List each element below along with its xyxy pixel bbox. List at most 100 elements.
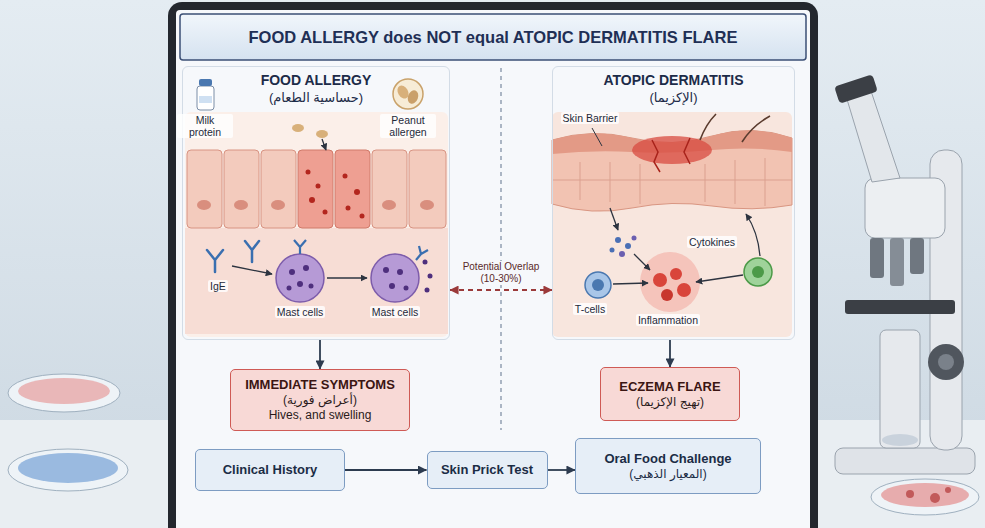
focus-knob <box>928 344 964 380</box>
hair <box>700 114 716 140</box>
cytokine <box>632 236 637 241</box>
part-label: Mast cells <box>370 306 421 318</box>
process-box: IMMEDIATE SYMPTOMS(أعراض فورية)Hives, an… <box>230 369 410 431</box>
released-granule <box>425 288 430 293</box>
allergen-particle <box>316 184 321 189</box>
flow-arrow <box>613 283 648 284</box>
node-text: (حساسية الطعام) <box>189 89 443 106</box>
cytokine <box>619 251 625 257</box>
node-text: (المعيار الذهبي) <box>629 467 706 482</box>
leader-line <box>592 128 602 146</box>
node-text: IMMEDIATE SYMPTOMS <box>245 377 395 393</box>
granule <box>309 284 314 289</box>
connector-arrow <box>669 340 671 367</box>
granule <box>397 269 403 275</box>
ige-antibody <box>245 241 259 262</box>
diagram-title: FOOD ALLERGY does NOT equal ATOPIC DERMA… <box>180 14 806 60</box>
process-box: Skin Prick Test <box>427 451 548 489</box>
epithelial-cell <box>187 150 222 228</box>
ige-antibody <box>294 240 306 254</box>
part-label: Mast cells <box>275 306 326 318</box>
allergen-particle <box>309 197 315 203</box>
process-box: ECZEMA FLARE(تهيج الإكزيما) <box>600 367 740 421</box>
flow-arrow <box>232 266 272 274</box>
flow-arrow <box>327 277 367 278</box>
process-box: Clinical History <box>195 449 345 491</box>
cell-nucleus <box>420 200 434 210</box>
epithelial-cell <box>261 150 296 228</box>
epidermis <box>552 130 792 211</box>
node-text: ECZEMA FLARE <box>619 379 720 395</box>
node-text: (الإكزيما) <box>559 89 788 106</box>
node-text: Skin Prick Test <box>441 462 533 478</box>
culture-medium <box>18 378 110 404</box>
monitor-frame <box>168 2 818 528</box>
connector-arrow <box>450 289 552 291</box>
inflammatory-cell <box>677 283 691 297</box>
node-text: (تهيج الإكزيما) <box>636 395 704 410</box>
connector-arrow <box>548 469 576 471</box>
cell-boundary <box>610 162 611 202</box>
allergen-particle <box>360 214 365 219</box>
node-text: FOOD ALLERGY <box>189 71 443 89</box>
granule <box>404 286 409 291</box>
section-panel: FOOD ALLERGY(حساسية الطعام) <box>182 66 450 340</box>
part-label: Milk protein <box>177 114 233 138</box>
flow-arrow <box>746 214 760 256</box>
cell-boundary <box>705 164 706 202</box>
skin-crack <box>652 140 660 172</box>
peanut <box>406 89 420 106</box>
cell-boundary <box>580 162 581 200</box>
granule <box>297 281 303 287</box>
connector-arrow <box>345 469 427 471</box>
cell-nucleus <box>234 200 248 210</box>
cell-nucleus <box>197 200 211 210</box>
allergen-particle <box>306 170 311 175</box>
released-granule <box>423 260 428 265</box>
granule <box>287 286 292 291</box>
tissue-background <box>185 112 448 337</box>
node-text: Oral Food Challenge <box>604 451 731 467</box>
peanut <box>292 124 304 132</box>
flow-arrow <box>634 254 650 270</box>
colony-dot <box>906 490 914 498</box>
panel-divider <box>500 68 501 430</box>
node-text: Hives, and swelling <box>269 408 372 423</box>
immune-cell-nucleus <box>752 266 764 278</box>
culture-medium <box>881 483 969 507</box>
part-label: IgE <box>208 280 228 292</box>
petri-dish <box>871 479 979 515</box>
eyepiece-tube <box>846 88 900 182</box>
allergen-particle <box>343 174 348 179</box>
cytokine <box>625 243 631 249</box>
culture-medium <box>18 453 118 483</box>
cell-boundary <box>735 160 736 204</box>
epithelial-cell <box>372 150 407 228</box>
bottle-label <box>199 96 212 103</box>
node-text: Clinical History <box>223 462 318 478</box>
allergen-particle <box>346 206 351 211</box>
allergen-particle <box>354 189 360 195</box>
inflammatory-cell <box>661 289 673 301</box>
inflammatory-cell <box>670 268 682 280</box>
microscope-head <box>865 178 945 238</box>
dermis <box>552 112 792 337</box>
t-cell <box>585 272 611 298</box>
part-label: T-cells <box>573 303 607 315</box>
epithelial-cell <box>298 150 333 228</box>
part-label: Inflammation <box>636 314 700 326</box>
epithelial-cell <box>224 150 259 228</box>
objective-lens <box>870 238 884 278</box>
hair <box>742 116 770 142</box>
section-panel: ATOPIC DERMATITIS(الإكزيما) <box>552 66 795 340</box>
bottle-cap <box>199 79 212 86</box>
mast-cell <box>371 254 419 302</box>
granule <box>389 283 395 289</box>
connector-arrow <box>319 340 321 369</box>
cell-boundary <box>552 180 792 181</box>
milk-bottle <box>197 86 214 110</box>
cell-boundary <box>765 158 766 206</box>
cell-boundary <box>640 164 641 204</box>
peanut-icon <box>393 79 423 109</box>
